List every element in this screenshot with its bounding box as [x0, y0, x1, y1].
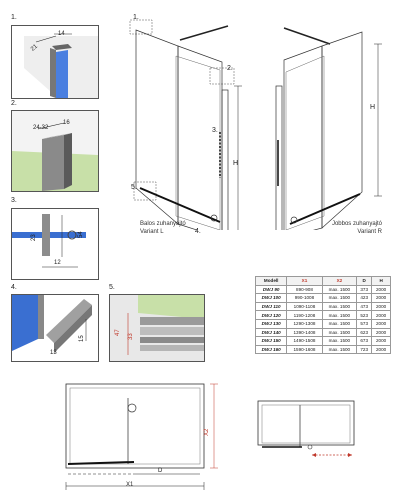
step-5-label: 5. — [109, 284, 115, 291]
detail-3-dim-23: 23 — [31, 234, 37, 241]
col-x1: X1 — [286, 276, 323, 286]
table-row: DWJ 120 1190-1208 max. 1500 523 2000 — [254, 310, 391, 320]
table-row: DWJ 110 1090-1108 max. 1500 473 2000 — [254, 301, 391, 312]
cell-x1: 1190-1208 — [286, 310, 323, 320]
callout-4: 4. — [195, 228, 201, 235]
cell-d: 573 — [356, 318, 373, 329]
cell-x2: max. 1500 — [321, 318, 358, 329]
cell-x2: max. 1500 — [321, 293, 358, 303]
variant-right-drawing — [275, 27, 382, 230]
detail-4-dim-13: 13 — [50, 350, 57, 356]
col-x2: X2 — [321, 276, 358, 286]
variant-left-drawing — [129, 19, 242, 230]
spec-table: Modell X1 X2 D H DWJ 90 890-908 max. 150… — [254, 276, 391, 355]
cell-model: DWJ 120 — [254, 310, 288, 320]
detail-5-dim-33: 33 — [128, 333, 134, 340]
detail-4-drawing — [12, 295, 98, 361]
cell-x1: 990-1008 — [286, 293, 323, 303]
cell-x1: 1090-1108 — [286, 301, 323, 312]
cell-h: 2000 — [371, 336, 391, 346]
cell-h: 2000 — [371, 284, 391, 295]
cell-model: DWJ 100 — [254, 293, 288, 303]
detail-1-drawing — [24, 33, 98, 98]
cell-d: 673 — [356, 336, 373, 346]
col-model: Modell — [254, 276, 288, 286]
detail-2-panel — [11, 110, 99, 192]
cell-d: 473 — [356, 301, 373, 312]
detail-2-dim-16: 16 — [63, 120, 70, 126]
cell-x2: max. 1500 — [321, 284, 358, 295]
cell-x1: 890-908 — [286, 284, 323, 295]
cell-x1: 1490-1508 — [286, 336, 323, 346]
detail-1-panel — [11, 25, 99, 99]
cell-x1: 1590-1608 — [286, 344, 323, 355]
cell-h: 2000 — [371, 344, 391, 355]
cell-x1: 1390-1408 — [286, 327, 323, 338]
variant-right-height-label: H — [370, 104, 376, 111]
detail-2-drawing — [12, 111, 98, 191]
callout-2: 2. — [227, 65, 233, 72]
col-d: D — [356, 276, 373, 286]
detail-5-drawing — [110, 295, 204, 361]
plan-dim-d: D — [158, 468, 163, 474]
detail-2-dim-24-32: 24-32 — [33, 125, 49, 131]
detail-4-dim-15: 15 — [79, 335, 85, 342]
variant-right-caption-1: Jobbos zuhanyajtó — [331, 221, 382, 227]
table-row: DWJ 160 1590-1608 max. 1500 723 2000 — [254, 344, 391, 355]
detail-5-panel — [109, 294, 205, 362]
cell-model: DWJ 150 — [254, 336, 288, 346]
cell-x2: max. 1500 — [321, 344, 358, 355]
table-row: DWJ 130 1290-1308 max. 1500 573 2000 — [254, 318, 391, 329]
table-row: DWJ 140 1390-1408 max. 1500 623 2000 — [254, 327, 391, 338]
cell-x2: max. 1500 — [321, 310, 358, 320]
detail-3-dim-12: 12 — [54, 260, 61, 266]
cell-model: DWJ 90 — [254, 284, 288, 295]
detail-4-panel — [11, 294, 99, 362]
callout-1: 1. — [133, 14, 139, 21]
plan-dim-x2: X2 — [204, 428, 210, 436]
cell-model: DWJ 140 — [254, 327, 288, 338]
callout-5: 5. — [131, 184, 137, 191]
variant-left-caption-1: Balos zuhanyajtó — [140, 221, 186, 227]
detail-3-dim-54: 54 — [78, 231, 84, 238]
spec-table-header-row: Modell X1 X2 D H — [254, 276, 391, 286]
detail-3-panel — [11, 208, 99, 280]
cell-x1: 1290-1308 — [286, 318, 323, 329]
cell-model: DWJ 110 — [254, 301, 288, 312]
cell-x2: max. 1500 — [321, 327, 358, 338]
table-row: DWJ 100 990-1008 max. 1500 423 2000 — [254, 293, 391, 303]
step-2-label: 2. — [11, 100, 17, 107]
callout-3: 3. — [212, 127, 218, 134]
cell-model: DWJ 160 — [254, 344, 288, 355]
cell-d: 423 — [356, 293, 373, 303]
variant-right-caption-2: Variant R — [357, 229, 382, 235]
step-4-label: 4. — [11, 284, 17, 291]
cell-model: DWJ 130 — [254, 318, 288, 329]
step-1-label: 1. — [11, 14, 17, 21]
cell-d: 623 — [356, 327, 373, 338]
col-h: H — [371, 276, 391, 286]
cell-x2: max. 1500 — [321, 336, 358, 346]
detail-3-drawing — [12, 209, 98, 279]
plan-view-small — [257, 400, 355, 457]
variant-left-height-label: H — [233, 160, 239, 167]
plan-view-main — [65, 383, 218, 490]
detail-1-dim-14: 14 — [58, 31, 65, 37]
cell-h: 2000 — [371, 318, 391, 329]
cell-h: 2000 — [371, 327, 391, 338]
cell-h: 2000 — [371, 301, 391, 312]
table-row: DWJ 90 890-908 max. 1500 373 2000 — [254, 284, 391, 295]
detail-5-dim-47: 47 — [115, 329, 121, 336]
plan-dim-x1: X1 — [126, 482, 134, 488]
step-3-label: 3. — [11, 197, 17, 204]
cell-d: 373 — [356, 284, 373, 295]
cell-x2: max. 1500 — [321, 301, 358, 312]
cell-h: 2000 — [371, 293, 391, 303]
cell-h: 2000 — [371, 310, 391, 320]
cell-d: 523 — [356, 310, 373, 320]
variant-left-caption-2: Variant L — [140, 229, 164, 235]
table-row: DWJ 150 1490-1508 max. 1500 673 2000 — [254, 336, 391, 346]
cell-d: 723 — [356, 344, 373, 355]
